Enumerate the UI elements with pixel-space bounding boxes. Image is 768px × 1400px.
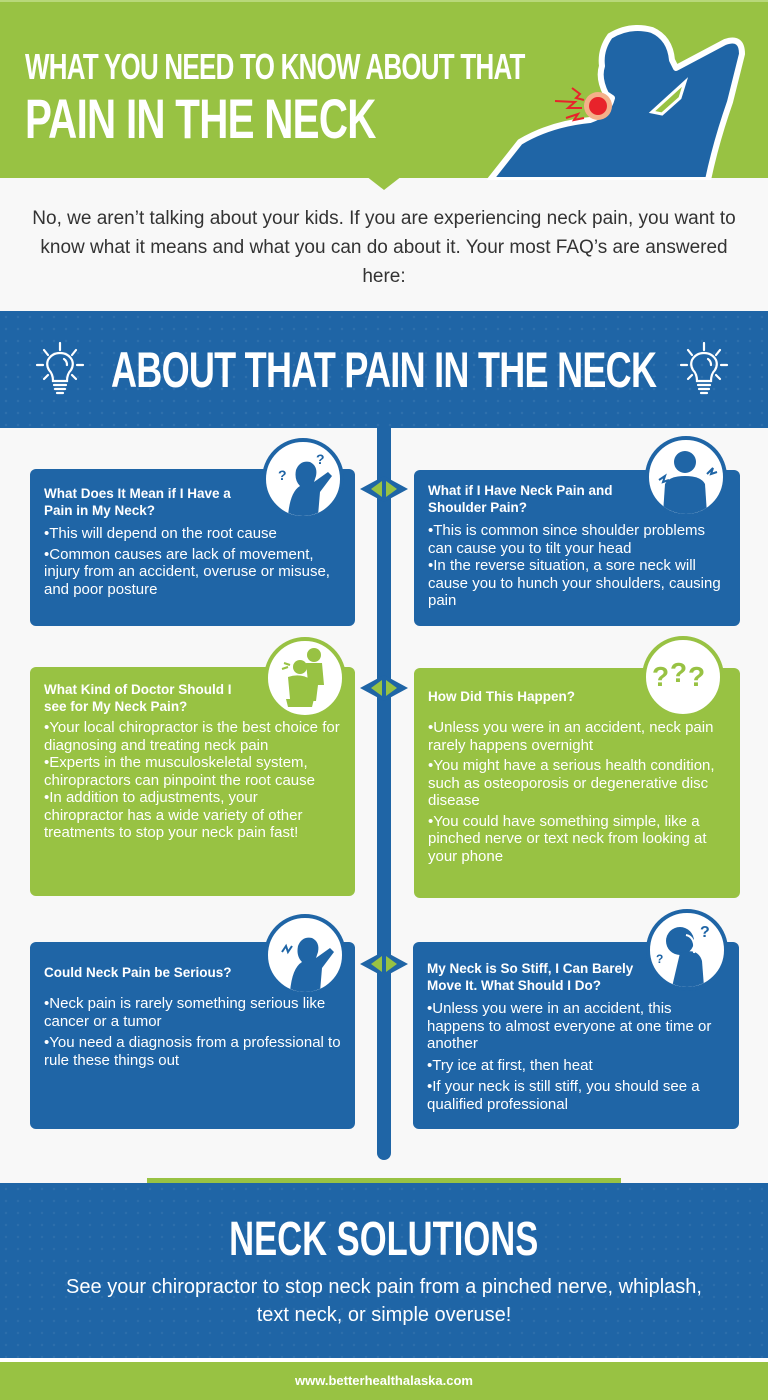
header-title-line1: WHAT YOU NEED TO KNOW ABOUT THAT [25,46,525,87]
lightbulb-icon [35,341,85,395]
faq-question: What if I Have Neck Pain and Shoulder Pa… [428,483,613,515]
timeline-connector-icon [360,951,408,977]
solutions-section: NECK SOLUTIONS See your chiropractor to … [0,1183,768,1358]
faq-bullet: In addition to adjustments, your chiropr… [44,789,341,842]
faq-card: How Did This Happen? Unless you were in … [414,668,740,898]
faq-bullet: Unless you were in an accident, this hap… [427,1000,725,1053]
svg-text:?: ? [688,661,705,692]
faq-question: How Did This Happen? [428,689,575,704]
faq-question: What Kind of Doctor Should I see for My … [44,682,232,714]
svg-text:?: ? [278,467,287,483]
faq-question: Could Neck Pain be Serious? [44,965,232,980]
lightbulb-icon [679,341,729,395]
faq-bullet: Neck pain is rarely something serious li… [44,995,341,1030]
svg-text:?: ? [656,952,663,966]
solutions-body: See your chiropractor to stop neck pain … [66,1276,702,1326]
solutions-title: NECK SOLUTIONS [229,1213,539,1266]
faq-bullet: Your local chiropractor is the best choi… [44,719,341,754]
svg-text:?: ? [316,451,325,467]
faq-bullet: You could have something simple, like a … [428,813,726,866]
faq-bullet: You need a diagnosis from a professional… [44,1034,341,1069]
timeline-connector-icon [360,675,408,701]
header-banner: WHAT YOU NEED TO KNOW ABOUT THAT PAIN IN… [0,0,768,180]
shoulder-pain-person-icon [645,436,727,518]
faq-bullet: This is common since shoulder problems c… [428,522,726,557]
svg-text:?: ? [670,657,687,688]
svg-text:?: ? [652,661,669,692]
divider [147,1178,621,1184]
question-marks-icon: ? ? ? [642,636,724,718]
faq-bullet: Experts in the musculoskeletal system, c… [44,754,341,789]
faq-bullet: Unless you were in an accident, neck pai… [428,719,726,754]
divider [0,1358,768,1362]
person-neck-pain-icon [264,914,346,996]
footer: www.betterhealthalaska.com [0,1362,768,1400]
stiff-neck-person-icon: ? ? [646,909,728,991]
svg-text:?: ? [700,924,710,941]
faq-question: What Does It Mean if I Have a Pain in My… [44,486,231,518]
faq-bullet: Try ice at first, then heat [427,1057,725,1075]
confused-person-icon: ? ? [262,438,344,520]
timeline-connector-icon [360,476,408,502]
chiropractor-treating-patient-icon [264,637,346,719]
section-banner: ABOUT THAT PAIN IN THE NECK [0,311,768,428]
footer-url-link[interactable]: www.betterhealthalaska.com [295,1373,473,1388]
intro-text: No, we aren’t talking about your kids. I… [32,208,736,287]
faq-bullet: If your neck is still stiff, you should … [427,1078,725,1113]
faq-bullet: Common causes are lack of movement, inju… [44,546,341,599]
neck-pain-person-icon [487,25,745,180]
header-notch [366,176,402,190]
faq-bullet: This will depend on the root cause [44,525,341,543]
faq-bullet: In the reverse situation, a sore neck wi… [428,557,726,610]
faq-question: My Neck is So Stiff, I Can Barely Move I… [427,961,634,993]
header-title-line2: PAIN IN THE NECK [25,87,376,150]
faq-bullet: You might have a serious health conditio… [428,757,726,810]
faq-card: Could Neck Pain be Serious? Neck pain is… [30,942,355,1129]
section-title: ABOUT THAT PAIN IN THE NECK [111,342,657,398]
timeline-line [377,428,391,1160]
